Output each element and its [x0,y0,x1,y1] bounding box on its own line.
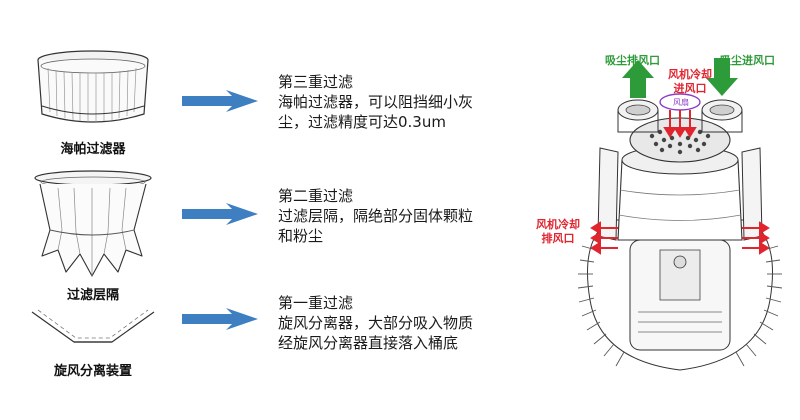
fan-label: 风扇 [673,98,689,107]
stage-desc-line: 旋风分离器，大部分吸入物质 [278,314,474,332]
cyclone-separator-caption: 旋风分离装置 [53,364,132,379]
stage-desc-line: 经旋风分离器直接落入桶底 [278,334,459,352]
filter-layer-caption: 过滤层隔 [66,288,119,303]
cooling-inlet-label: 风机冷却 进风口 [668,68,712,95]
stage-desc-line: 和粉尘 [278,227,324,245]
exhaust-outlet-label: 吸尘排风口 [605,54,660,67]
stage-3-text: 第三重过滤 海帕过滤器，可以阻挡细小灰 尘，过滤精度可达0.3um [278,72,473,132]
stage-title: 第三重过滤 [278,73,354,91]
stage-desc-line: 尘，过滤精度可达0.3um [278,113,446,131]
stage-1-text: 第一重过滤 旋风分离器，大部分吸入物质 经旋风分离器直接落入桶底 [278,293,473,353]
arrow-right-icon [180,308,260,330]
blower-motor-image [560,40,800,415]
cooling-outlet-label: 风机冷却 排风口 [536,218,580,245]
stage-desc-line: 过滤层隔，隔绝部分固体颗粒 [278,207,474,225]
arrow-right-icon [180,203,260,225]
stage-title: 第二重过滤 [278,187,354,205]
cyclone-separator-image [28,306,158,350]
stage-desc-line: 海帕过滤器，可以阻挡细小灰 [278,93,474,111]
stage-2-text: 第二重过滤 过滤层隔，隔绝部分固体颗粒 和粉尘 [278,186,473,246]
filter-layer-image [28,170,158,280]
hepa-filter-caption: 海帕过滤器 [60,142,126,157]
stage-title: 第一重过滤 [278,294,354,312]
intake-inlet-label: 吸尘进风口 [720,54,775,67]
arrow-right-icon [180,90,260,112]
hepa-filter-image [28,48,158,130]
